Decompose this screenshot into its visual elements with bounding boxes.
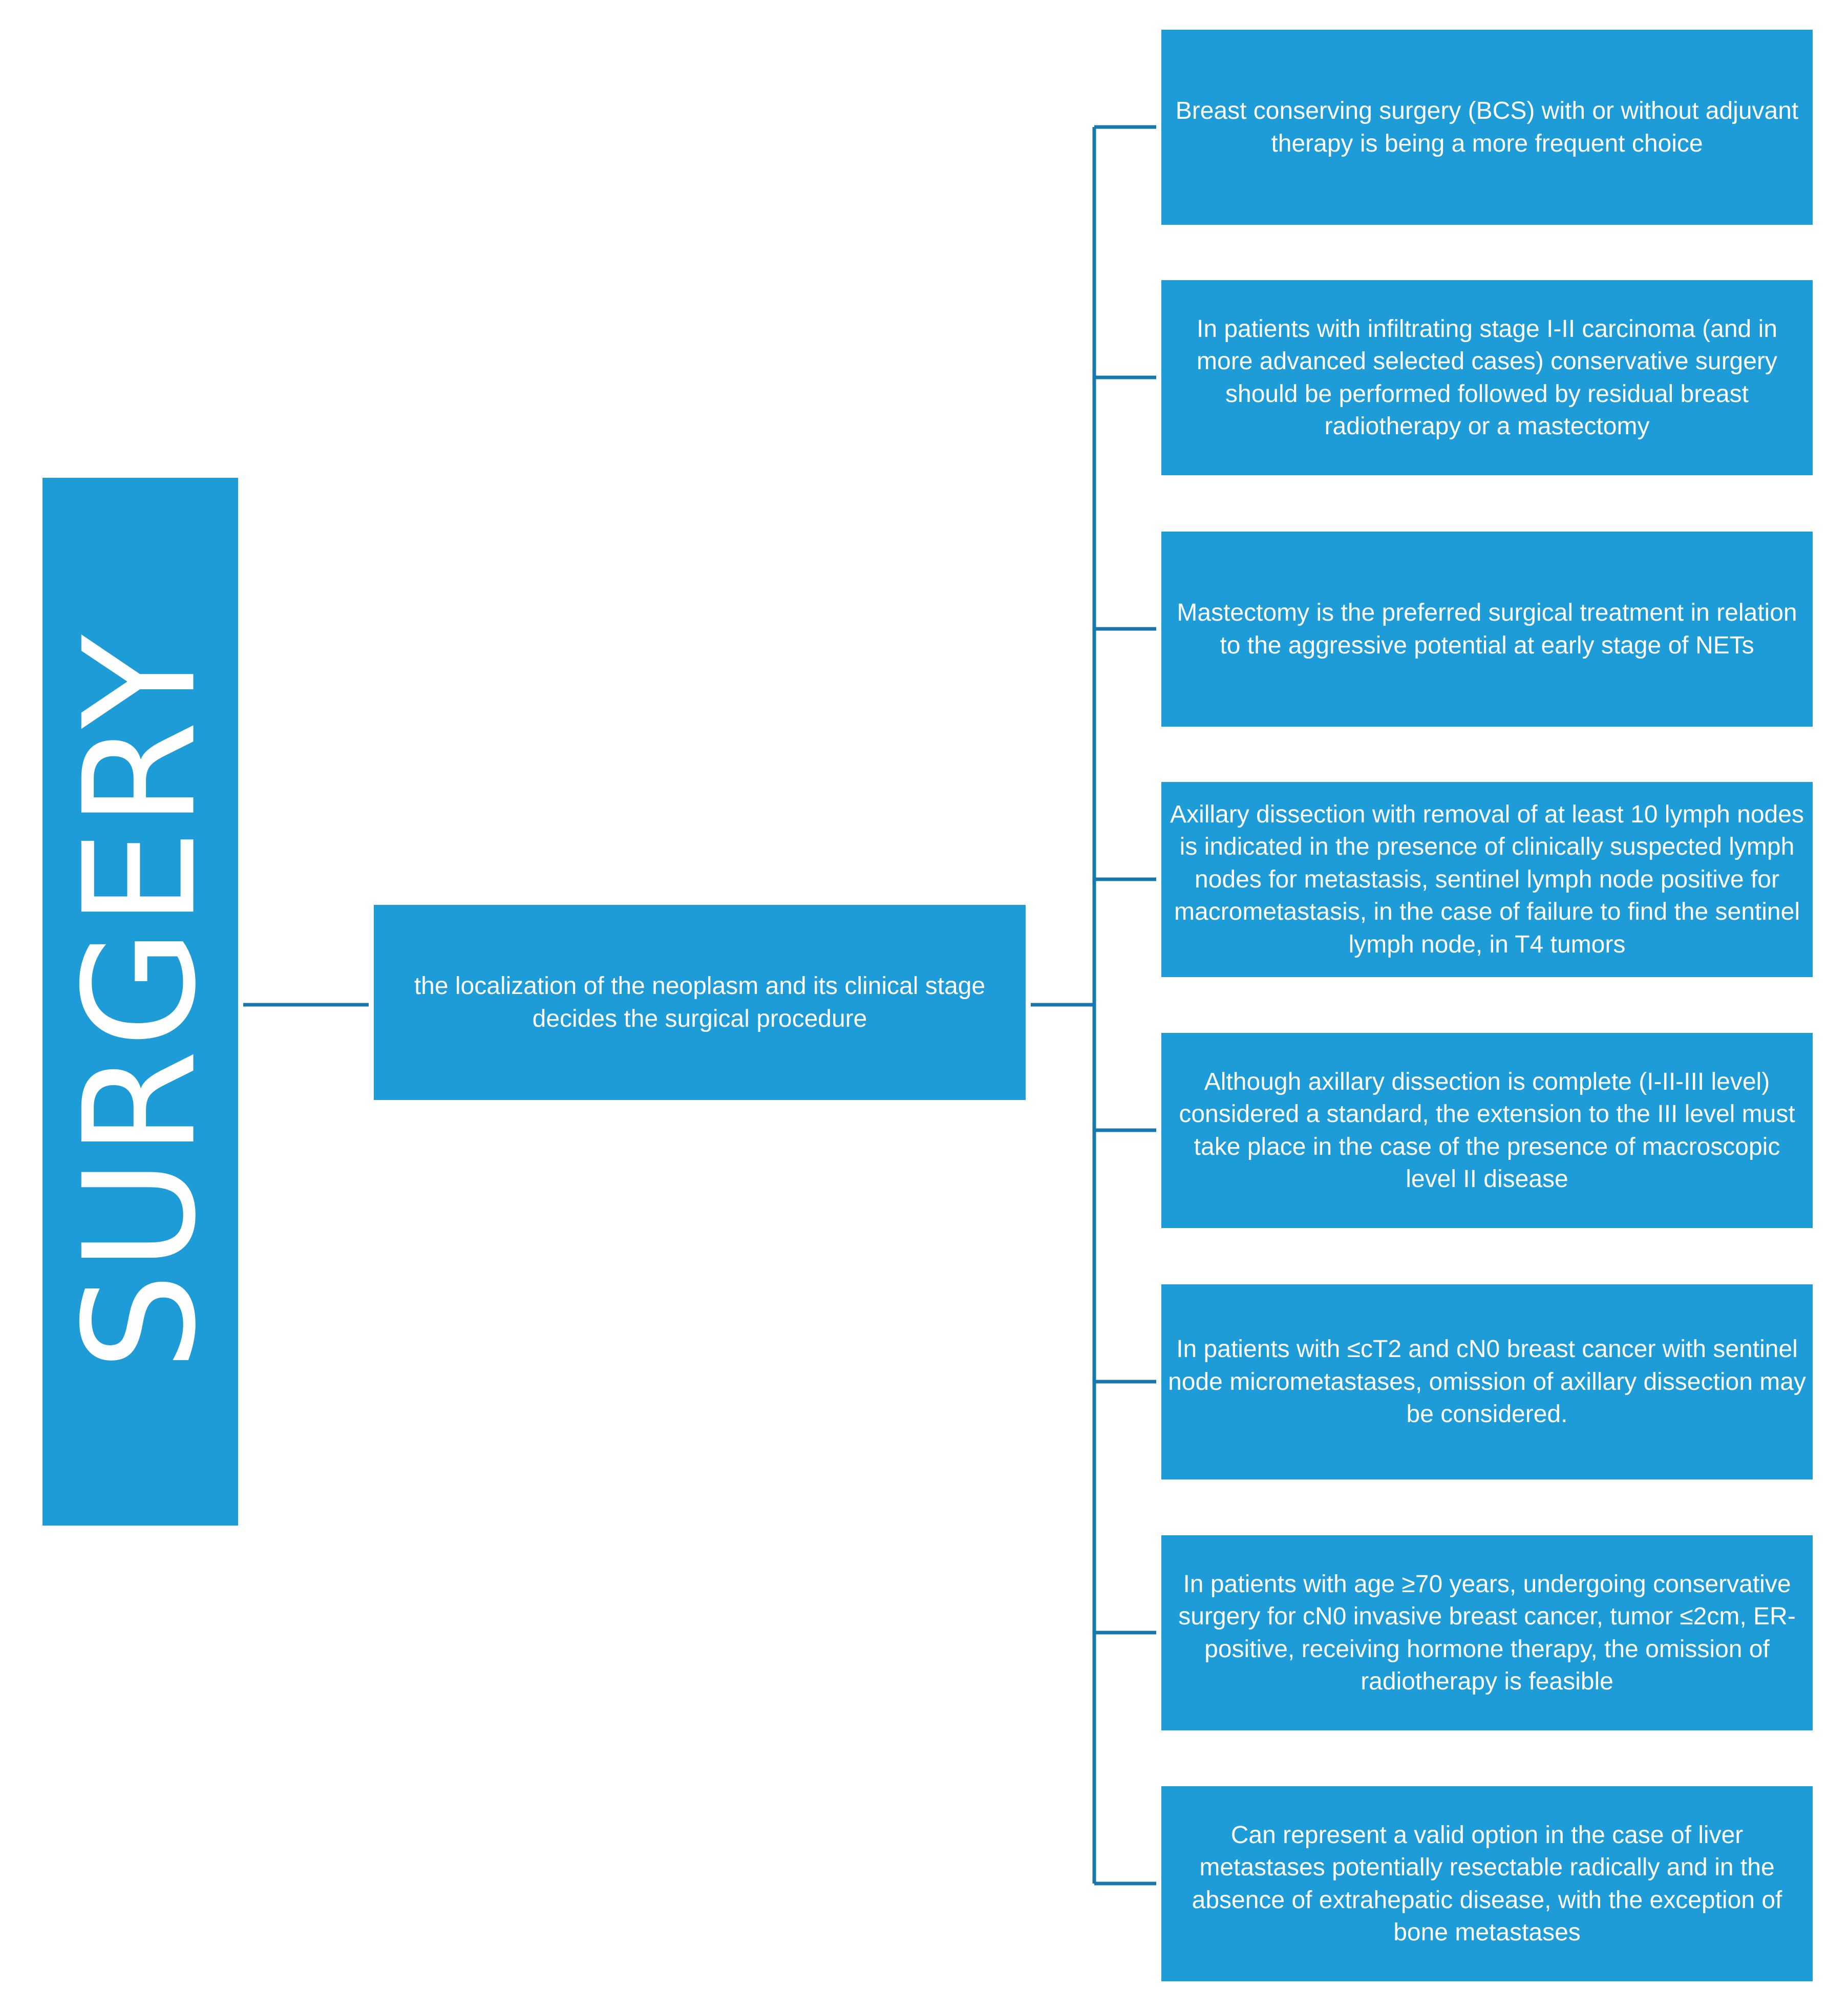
surgery-title-box: SURGERY bbox=[43, 478, 238, 1526]
surgery-title: SURGERY bbox=[51, 632, 229, 1371]
outcome-box-7: In patients with age ≥70 years, undergoi… bbox=[1161, 1535, 1813, 1730]
outcome-text-5: Although axillary dissection is complete… bbox=[1179, 1068, 1795, 1193]
outcome-text-2: In patients with infiltrating stage I-II… bbox=[1197, 315, 1777, 440]
outcome-text-6: In patients with ≤cT2 and cN0 breast can… bbox=[1168, 1336, 1806, 1428]
outcome-box-4: Axillary dissection with removal of at l… bbox=[1161, 782, 1813, 977]
outcome-text-8: Can represent a valid option in the case… bbox=[1192, 1821, 1782, 1946]
outcome-box-2: In patients with infiltrating stage I-II… bbox=[1161, 280, 1813, 475]
procedure-decision-box: the localization of the neoplasm and its… bbox=[374, 905, 1026, 1100]
procedure-decision-text: the localization of the neoplasm and its… bbox=[414, 972, 986, 1032]
outcome-text-1: Breast conserving surgery (BCS) with or … bbox=[1175, 97, 1799, 157]
outcome-box-5: Although axillary dissection is complete… bbox=[1161, 1033, 1813, 1228]
outcome-box-8: Can represent a valid option in the case… bbox=[1161, 1786, 1813, 1981]
outcome-text-4: Axillary dissection with removal of at l… bbox=[1170, 801, 1804, 958]
outcome-box-6: In patients with ≤cT2 and cN0 breast can… bbox=[1161, 1284, 1813, 1479]
outcome-text-7: In patients with age ≥70 years, undergoi… bbox=[1178, 1570, 1796, 1695]
outcome-box-1: Breast conserving surgery (BCS) with or … bbox=[1161, 30, 1813, 225]
outcome-box-3: Mastectomy is the preferred surgical tre… bbox=[1161, 532, 1813, 727]
outcome-text-3: Mastectomy is the preferred surgical tre… bbox=[1177, 599, 1797, 659]
